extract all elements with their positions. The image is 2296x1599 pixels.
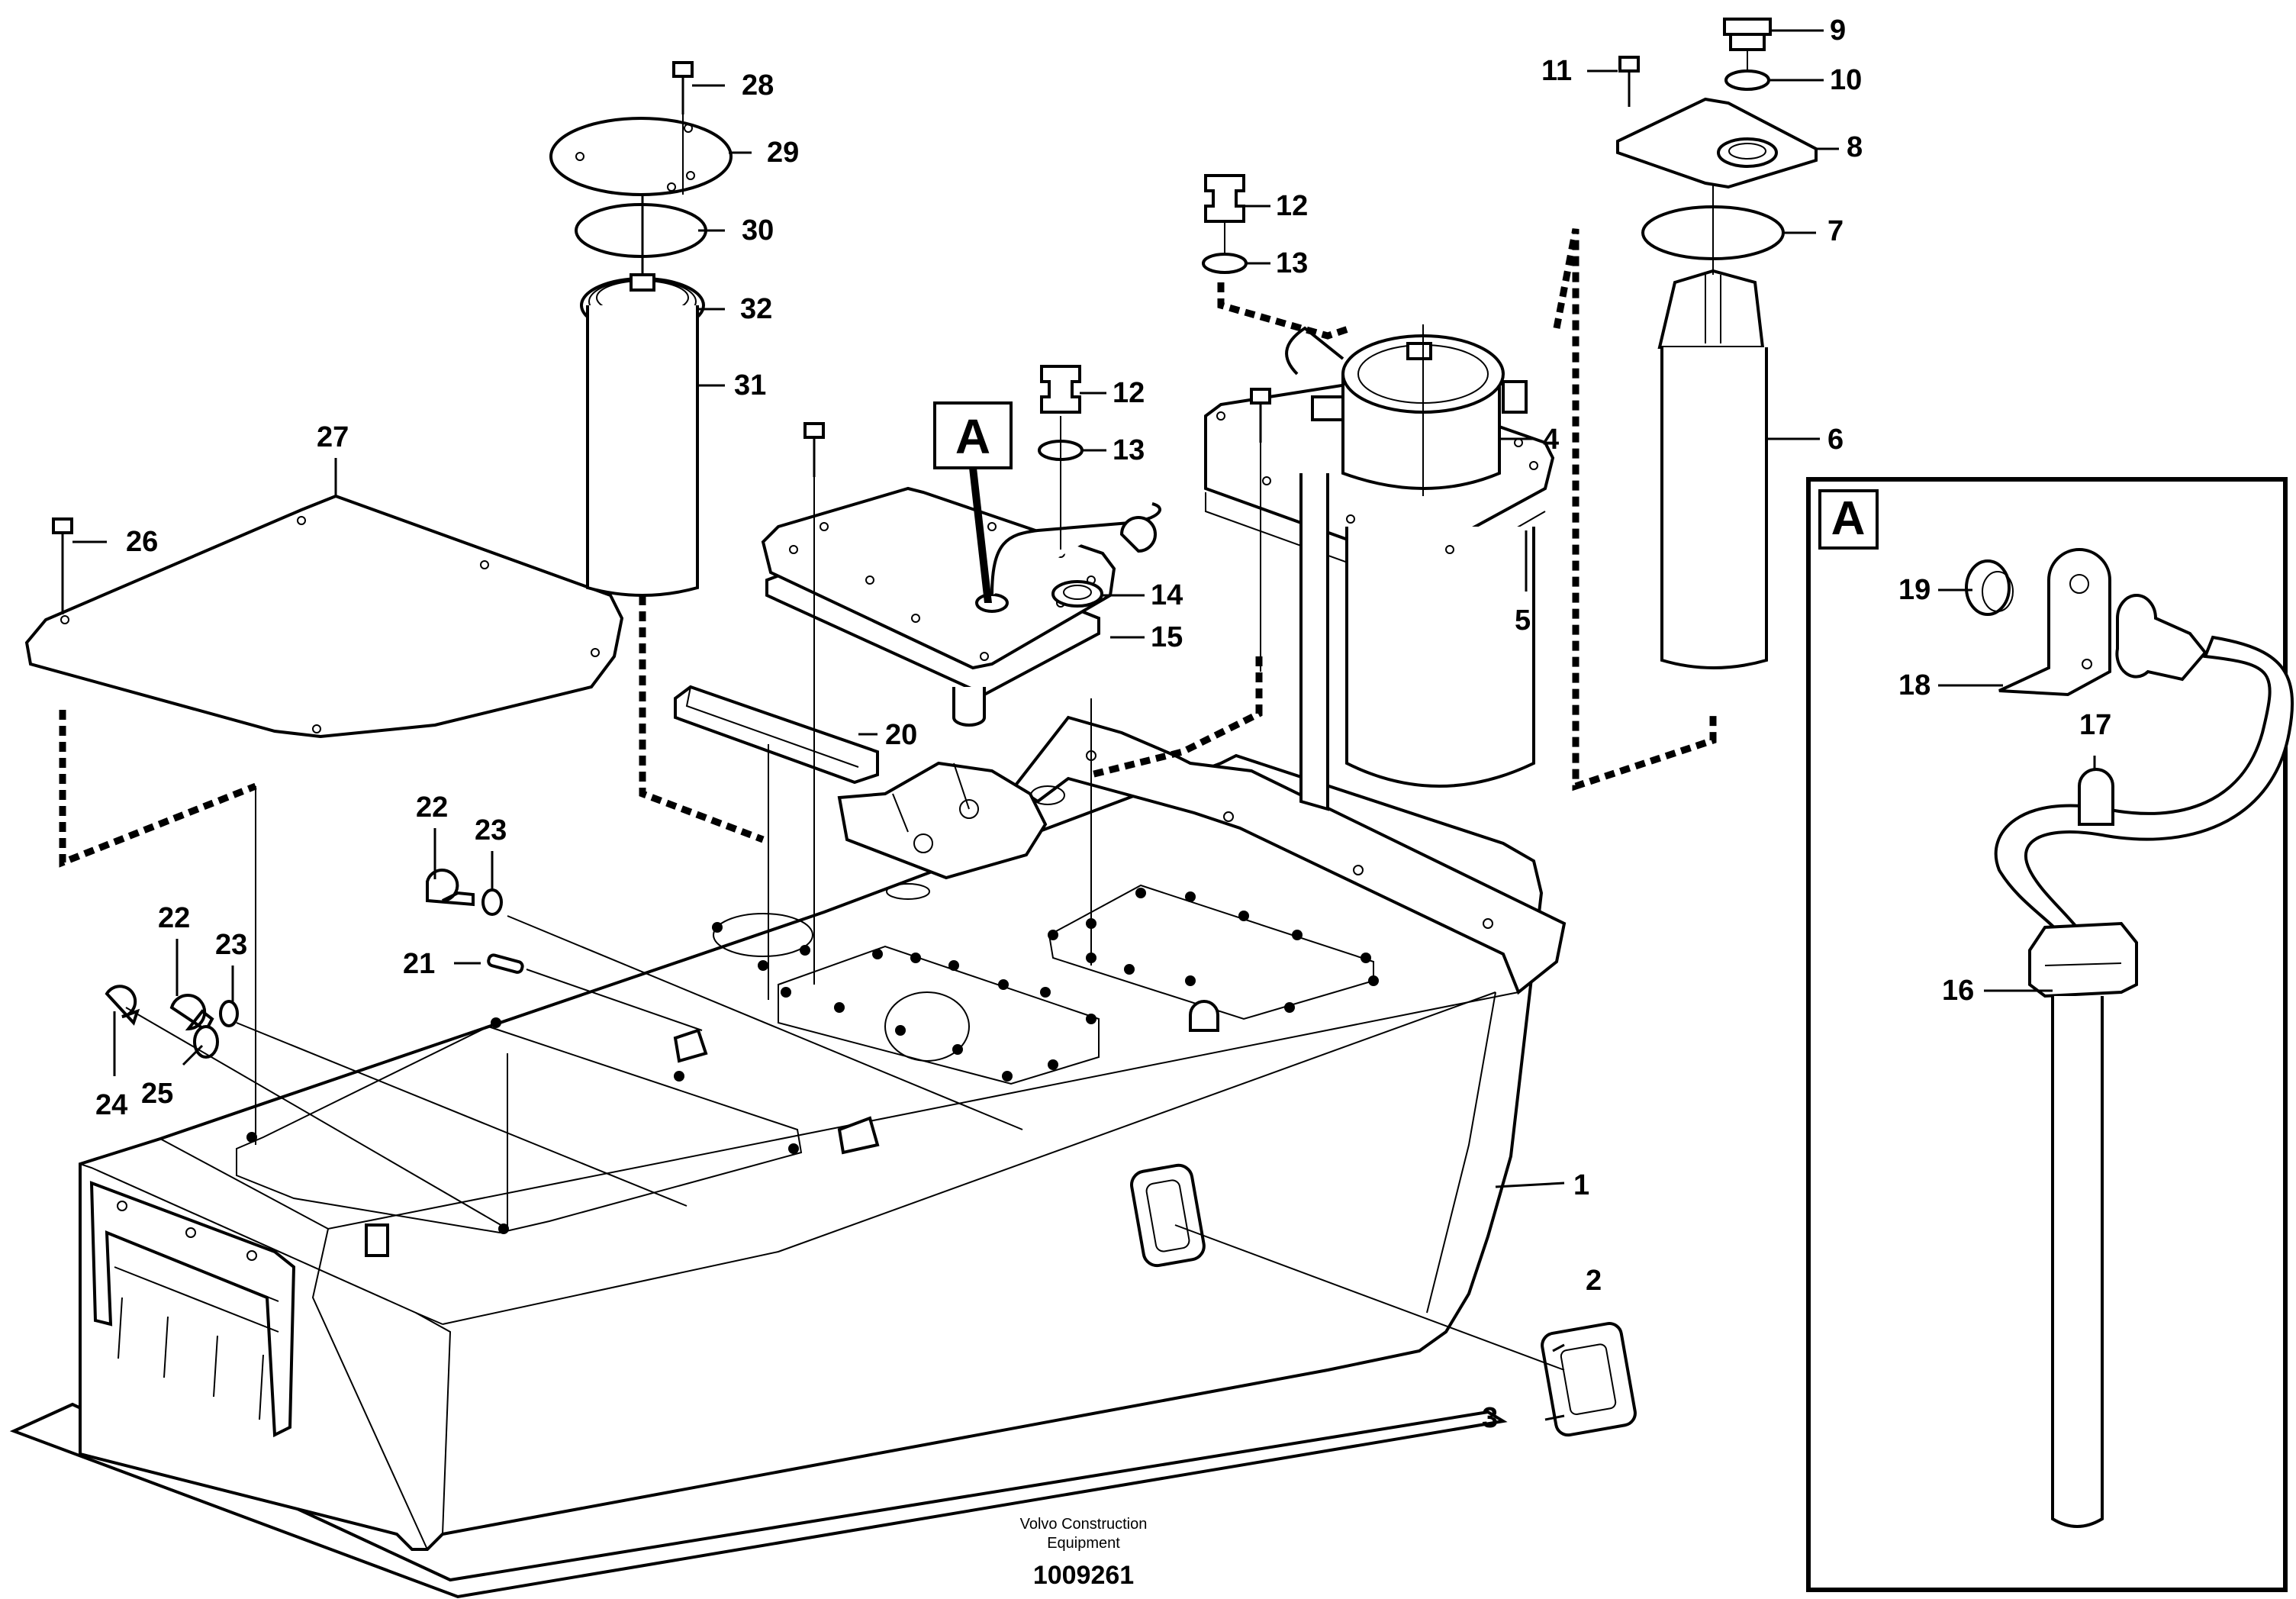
- label-4: 4: [1543, 424, 1559, 456]
- tank-plate-with-pipe: [761, 486, 1161, 727]
- label-31: 31: [734, 369, 766, 401]
- filter-cover-assembly: [549, 61, 733, 597]
- label-16: 16: [1942, 975, 1974, 1007]
- label-25: 25: [141, 1078, 173, 1110]
- label-15: 15: [1151, 621, 1183, 653]
- fitting-upper: [1202, 174, 1248, 274]
- tank-body: [9, 715, 1567, 1599]
- sight-glass-port: [1130, 1163, 1206, 1268]
- label-1: 1: [1573, 1169, 1589, 1201]
- label-19: 19: [1898, 574, 1931, 606]
- label-22-left: 22: [158, 902, 190, 934]
- detail-a-letter: A: [1831, 492, 1866, 545]
- filter-right: [1616, 18, 1818, 669]
- label-29: 29: [767, 137, 799, 169]
- label-6: 6: [1827, 424, 1844, 456]
- label-26: 26: [126, 526, 158, 558]
- detail-view-a: A: [1806, 477, 2294, 1592]
- label-23-upper: 23: [475, 814, 507, 846]
- label-14: 14: [1151, 579, 1183, 611]
- label-30: 30: [742, 214, 774, 247]
- tank-top-opening-left: [236, 1017, 803, 1234]
- small-parts: [52, 388, 1637, 1437]
- label-32: 32: [740, 293, 772, 325]
- callout-a-letter: A: [955, 409, 990, 464]
- label-13-middle: 13: [1113, 434, 1145, 466]
- label-8: 8: [1847, 131, 1863, 163]
- hinge-bracket: [837, 761, 1065, 900]
- label-28: 28: [742, 69, 774, 102]
- label-18: 18: [1898, 669, 1931, 701]
- label-13-upper: 13: [1276, 247, 1308, 279]
- label-10: 10: [1830, 64, 1862, 96]
- label-2: 2: [1586, 1265, 1602, 1297]
- filter-housing: [1204, 326, 1555, 811]
- document-number: 1009261: [1033, 1561, 1134, 1590]
- hidden-lines: [59, 228, 1717, 868]
- label-24: 24: [95, 1089, 127, 1121]
- label-11: 11: [1541, 55, 1572, 87]
- assembly-lines: [125, 50, 1748, 1371]
- label-12-upper: 12: [1276, 190, 1308, 222]
- label-5: 5: [1515, 604, 1531, 637]
- label-20: 20: [885, 719, 917, 751]
- label-22-upper: 22: [416, 791, 448, 824]
- callout-a-marker: A: [933, 401, 1013, 603]
- label-27: 27: [317, 421, 349, 453]
- leader-lines: [72, 29, 1839, 1421]
- label-3: 3: [1482, 1402, 1498, 1434]
- part-labels: 1 2 3 4 5 6 7 8 9 10 11 12 13 12 13 14 1…: [95, 15, 2111, 1434]
- tank-top-openings: [712, 884, 1379, 1085]
- label-17: 17: [2079, 709, 2111, 741]
- cover-plate: [24, 494, 624, 739]
- label-9: 9: [1830, 15, 1846, 47]
- label-21: 21: [403, 948, 435, 980]
- credit-line-1: Volvo Construction: [1020, 1516, 1148, 1533]
- footer: Volvo Construction Equipment 1009261: [1020, 1516, 1148, 1590]
- fitting-middle: [1038, 365, 1084, 461]
- label-12-middle: 12: [1113, 377, 1145, 409]
- credit-line-2: Equipment: [1047, 1535, 1120, 1552]
- label-23-left: 23: [215, 929, 247, 961]
- label-7: 7: [1827, 215, 1844, 247]
